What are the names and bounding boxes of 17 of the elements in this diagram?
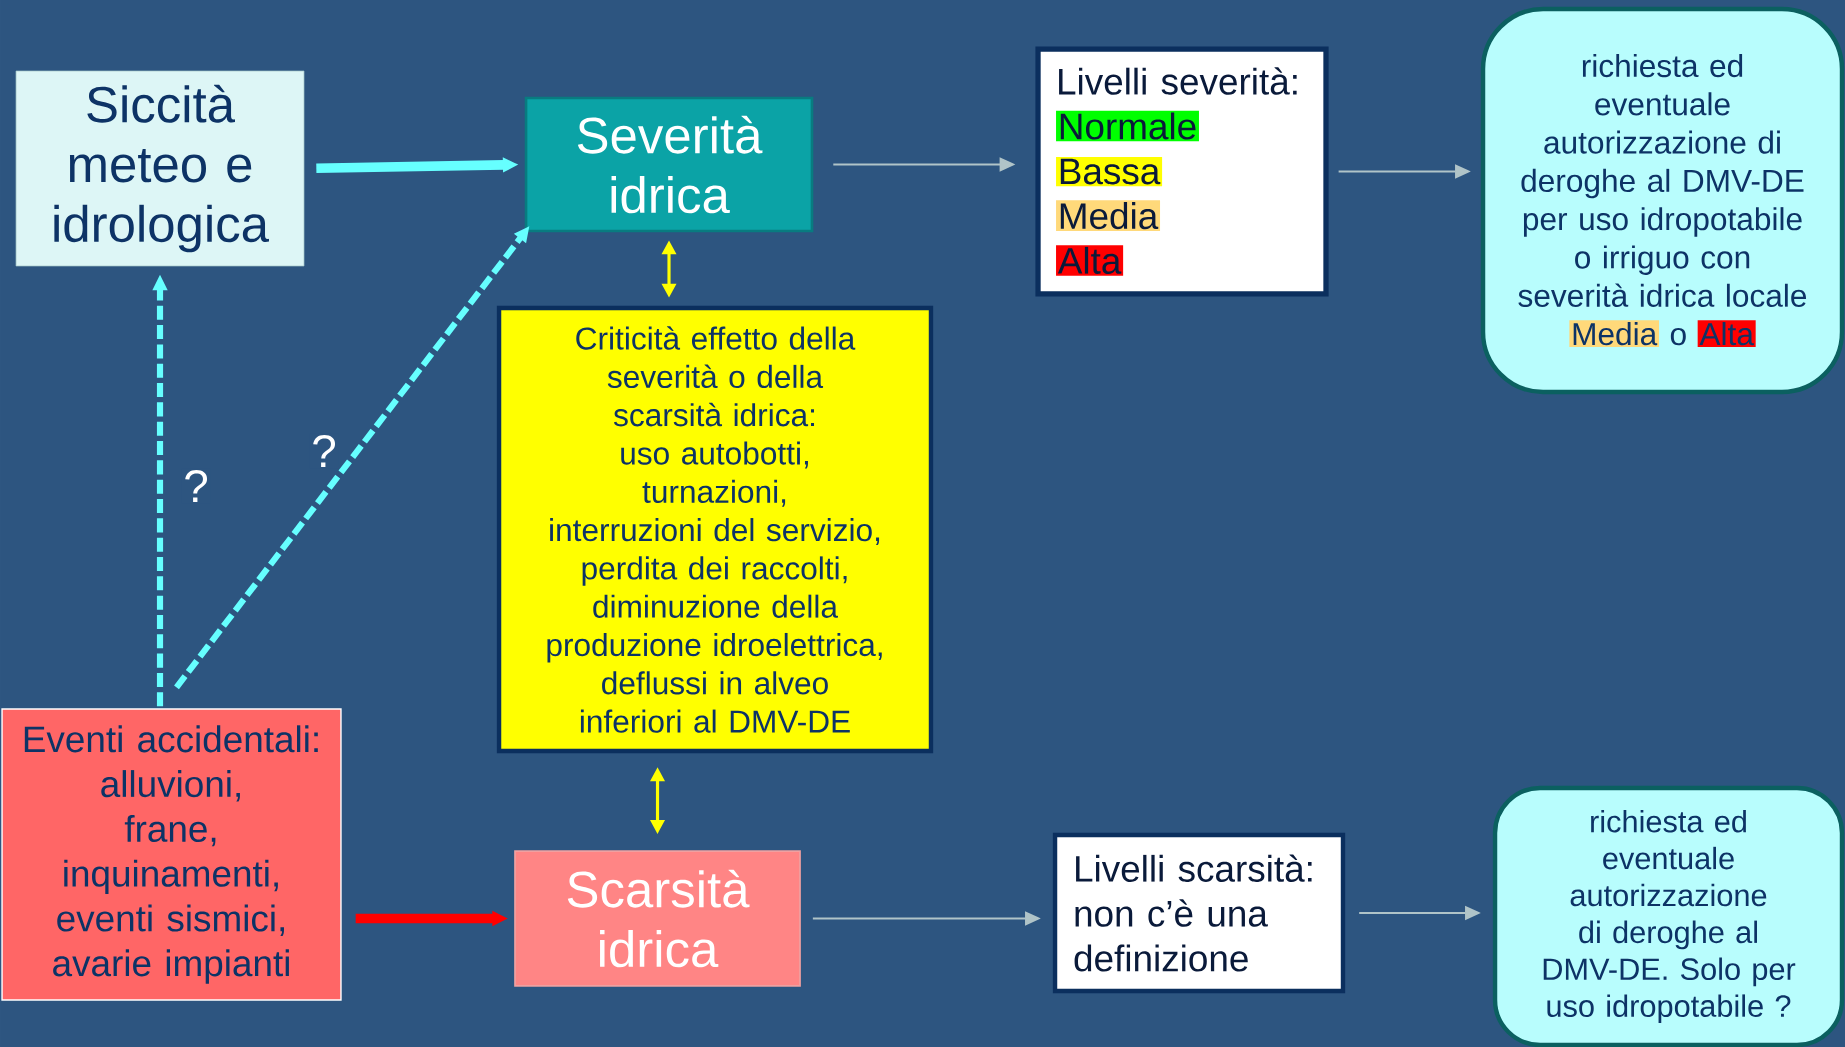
rounded-box: richiesta ed eventuale autorizzazione di deroghe al DMV-DE. Solo per uso idropotabile ? [1492,785,1845,1047]
edge-label: ? [309,433,339,469]
edge-label: ? [181,468,211,504]
levels-box: Livelli severità: Normale Bassa Media Alta [1035,46,1329,297]
levels-box: Livelli scarsità: non c’è una definizione [1052,832,1346,994]
highlight: Normale [1056,110,1199,142]
highlight: Alta [1056,245,1124,276]
highlight: Media [1569,320,1659,348]
highlight: Bassa [1056,156,1163,187]
rounded-box: richiesta ed eventuale autorizzazione di deroghe al DMV-DE per uso idropotabile o irriguo con severità idrica locale Media o Alta [1480,6,1845,395]
highlight: Media [1056,200,1161,231]
highlight: Alta [1697,320,1756,348]
criticality-box: Criticità effetto della severità o della scarsità idrica: uso autobotti, turnazioni, interruzioni del servizio, perdita dei raccolti, diminuzione della produzione idroelettrica, deflussi in alveo inferiori al DMV-DE [496,305,934,754]
process-box: Scarsità idrica [514,850,801,987]
process-box: Severità idrica [524,96,814,233]
process-box: Siccità meteo e idrologica [15,70,305,267]
event-box: Eventi accidentali: alluvioni, frane, inquinamenti, eventi sismici, avarie impianti [1,708,342,1001]
